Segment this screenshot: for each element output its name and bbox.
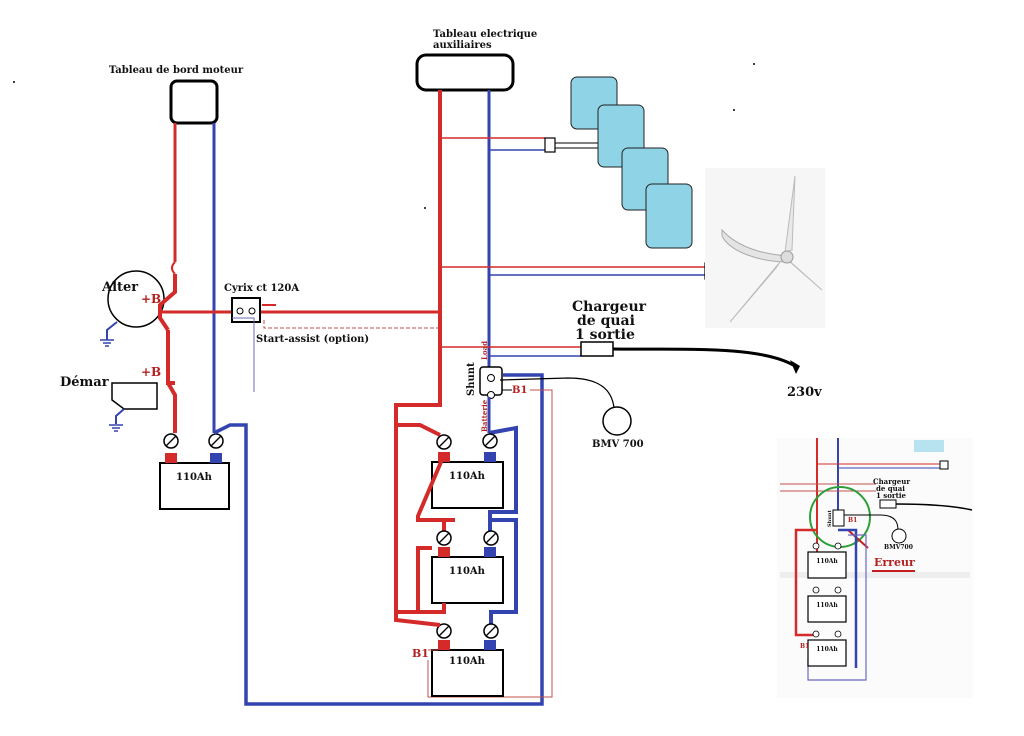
aux-panel-box	[415, 53, 515, 92]
engine-dashboard-box	[169, 79, 219, 125]
starter-label: Démar	[60, 375, 109, 390]
coupler-ground-wire	[232, 317, 255, 392]
aux-positive-bus	[394, 90, 442, 614]
service-battery-1-label: 110Ah	[449, 471, 486, 482]
ground-icon	[100, 339, 114, 347]
charger-label: 1 sortie	[575, 327, 635, 343]
shunt-load-label: Load	[480, 341, 489, 360]
fuse-icon	[171, 261, 176, 275]
inset-battery-1-label: 110Ah	[816, 558, 838, 565]
starter-terminal-label: +B	[141, 365, 161, 379]
b1-sense-wire	[427, 389, 553, 698]
engine-battery-label: 110Ah	[176, 472, 213, 483]
inset-charger-label: 1 sortie	[876, 491, 906, 500]
aux-panel-label: Tableau electrique	[433, 29, 537, 40]
service-battery-2-label: 110Ah	[449, 566, 486, 577]
alternator-ground-wire	[106, 321, 118, 340]
engine-battery	[159, 462, 230, 510]
ground-icon	[109, 424, 123, 432]
inset-charger-label: de quai	[876, 484, 905, 493]
solar-panel-icon	[570, 76, 693, 249]
starter-icon	[111, 382, 158, 410]
charger-box	[580, 341, 614, 357]
service-battery-1	[431, 461, 504, 509]
start-assist-label: Start-assist (option)	[256, 334, 369, 345]
wind-turbine-icon	[705, 168, 825, 328]
charger-label: de quai	[577, 313, 635, 329]
shunt-b1-label: B1	[512, 385, 527, 396]
dashboard-label: Tableau de bord moteur	[109, 65, 244, 76]
fuse-icon	[544, 137, 556, 153]
inset-correction: Chargeur de quai 1 sortie Shunt B1 BMV70…	[777, 438, 973, 698]
alternator-output-wire	[158, 274, 177, 332]
battery-b1-label: B1	[412, 647, 429, 660]
start-assist-wire	[263, 320, 440, 329]
inset-battery-2-label: 110Ah	[816, 602, 838, 609]
service-battery-3	[431, 649, 504, 697]
starter-ground-wire	[115, 408, 125, 424]
inset-error-label: Erreur	[874, 556, 915, 569]
mains-label: 230v	[787, 385, 822, 400]
starter-positive-wire	[166, 330, 175, 385]
service-battery-2	[431, 556, 504, 604]
monitor-label: BMV 700	[592, 439, 644, 450]
inset-shunt-b1-label: B1	[848, 517, 857, 524]
charger-label: Chargeur	[572, 299, 647, 315]
alternator-label: Alter	[101, 280, 138, 295]
engine-battery-positive-wire	[166, 381, 177, 433]
inset-monitor-label: BMV700	[884, 544, 913, 551]
alternator-terminal-label: +B	[141, 292, 161, 306]
aux-panel-label: auxiliaires	[433, 40, 492, 51]
inset-shunt-label: Shunt	[827, 509, 833, 527]
monitor-cable	[499, 377, 615, 409]
monitor-icon	[602, 406, 632, 436]
shunt-battery-label: Batterie	[480, 399, 489, 432]
charger-cable	[612, 347, 796, 368]
plug-icon	[790, 360, 800, 374]
shunt-label: Shunt	[466, 362, 477, 396]
main-negative-loop	[213, 373, 544, 706]
inset-error-arrow	[847, 529, 869, 549]
service-battery-3-label: 110Ah	[449, 656, 486, 667]
inset-charger-label: Chargeur	[873, 477, 910, 486]
coupler-label: Cyrix ct 120A	[224, 283, 299, 294]
inset-battery-3-label: 110Ah	[816, 646, 838, 653]
inset-battery-b1-label: B1	[800, 643, 809, 650]
